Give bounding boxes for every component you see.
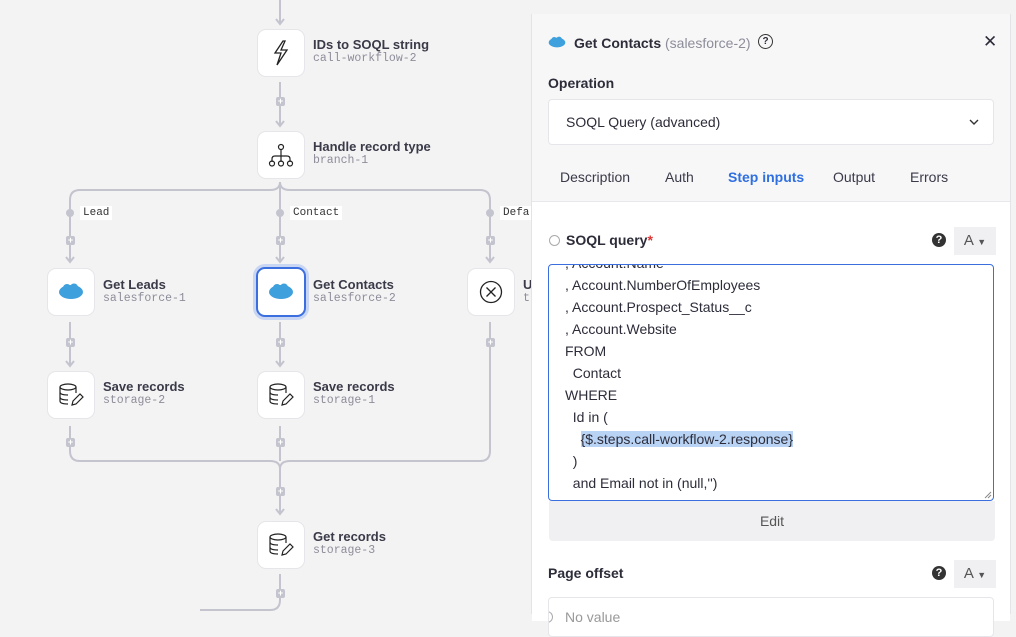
page-offset-placeholder: No value: [565, 609, 621, 625]
add-step-button[interactable]: +: [66, 437, 75, 447]
salesforce-icon: [59, 283, 83, 299]
add-step-button[interactable]: +: [66, 235, 75, 245]
panel-subtitle: (salesforce-2): [665, 35, 751, 51]
page-offset-input[interactable]: No value: [548, 597, 994, 637]
add-step-button[interactable]: +: [486, 235, 495, 245]
node-id: branch-1: [313, 154, 369, 167]
add-step-button[interactable]: +: [486, 337, 495, 347]
soql-line: ): [565, 453, 578, 469]
input-type-dropdown[interactable]: A ▼: [954, 560, 996, 588]
step-config-panel: Get Contacts (salesforce-2) ? ✕ Operatio…: [531, 14, 1011, 637]
operation-value: SOQL Query (advanced): [566, 114, 721, 130]
node-title: Handle record type: [313, 139, 431, 154]
soql-line: and Email not in (null,''): [565, 475, 718, 491]
node-title: Get records: [313, 529, 386, 544]
soql-line: , Account.Prospect_Status__c: [565, 299, 752, 315]
add-step-button[interactable]: +: [276, 337, 285, 347]
node-get-leads[interactable]: [47, 268, 95, 316]
help-icon[interactable]: ?: [932, 566, 946, 580]
node-get-records[interactable]: [257, 521, 305, 569]
operation-label: Operation: [548, 75, 615, 91]
node-id: salesforce-1: [103, 292, 186, 305]
node-id: call-workflow-2: [313, 52, 417, 65]
node-title: Save records: [313, 379, 395, 394]
workflow-canvas[interactable]: + + + + + + + + + + + Lead Contact Defa …: [0, 0, 531, 614]
salesforce-icon: [269, 283, 293, 299]
soql-line: , Account.Website: [565, 321, 677, 337]
branch-label-contact: Contact: [290, 206, 343, 220]
node-title: Get Leads: [103, 277, 166, 292]
resize-handle-icon[interactable]: [984, 491, 992, 499]
node-save-records-1[interactable]: [257, 371, 305, 419]
node-title: Save records: [103, 379, 185, 394]
node-handle-record-type[interactable]: [257, 131, 305, 179]
close-circle-icon: [479, 280, 503, 304]
database-edit-icon: [269, 533, 294, 556]
node-id: storage-1: [313, 394, 376, 407]
database-edit-icon: [269, 383, 294, 406]
add-step-button[interactable]: +: [276, 588, 285, 598]
node-ids-to-soql[interactable]: [257, 29, 305, 77]
database-edit-icon: [59, 383, 84, 406]
soql-line: {$.steps.call-workflow-2.response}: [565, 428, 793, 450]
lightning-icon: [273, 40, 289, 66]
tab-errors[interactable]: Errors: [910, 169, 949, 185]
input-type-dropdown[interactable]: A ▼: [954, 227, 996, 255]
tab-auth[interactable]: Auth: [665, 169, 694, 185]
add-step-button[interactable]: +: [276, 235, 285, 245]
node-default-branch[interactable]: [467, 268, 515, 316]
branch-icon: [268, 143, 294, 167]
node-get-contacts[interactable]: [256, 267, 306, 317]
soql-line: , Account.NumberOfEmployees: [565, 277, 761, 293]
node-save-records-2[interactable]: [47, 371, 95, 419]
node-id: storage-3: [313, 544, 376, 557]
field-status-radio[interactable]: [549, 611, 553, 623]
tab-description[interactable]: Description: [560, 169, 631, 185]
soql-line: Contact: [565, 365, 622, 381]
operation-select[interactable]: SOQL Query (advanced): [548, 99, 994, 145]
node-id: storage-2: [103, 394, 166, 407]
step-inputs-content: SOQL query* ? A ▼ , Account.Name, Accoun…: [532, 201, 1010, 637]
soql-line: , Account.Name: [565, 265, 793, 274]
tab-step-inputs[interactable]: Step inputs: [728, 169, 805, 185]
node-title: Get Contacts: [313, 277, 394, 292]
add-step-button[interactable]: +: [66, 337, 75, 347]
branch-label-lead: Lead: [80, 206, 113, 220]
node-id: t: [523, 292, 530, 305]
soql-line: WHERE: [565, 387, 618, 403]
edit-button[interactable]: Edit: [549, 501, 995, 541]
node-id: salesforce-2: [313, 292, 396, 305]
close-icon[interactable]: ✕: [983, 32, 998, 51]
soql-code: , Account.Name , Account.NumberOfEmployee…: [565, 265, 793, 494]
soql-query-textarea[interactable]: , Account.Name , Account.NumberOfEmployee…: [548, 264, 994, 501]
add-step-button[interactable]: +: [276, 96, 285, 106]
panel-title: Get Contacts: [574, 35, 662, 51]
salesforce-icon: [548, 36, 566, 48]
chevron-down-icon: [969, 119, 979, 125]
help-icon[interactable]: ?: [758, 34, 773, 49]
soql-query-label: SOQL query*: [566, 232, 653, 248]
soql-line: Id in (: [565, 409, 608, 425]
add-step-button[interactable]: +: [276, 437, 285, 447]
tab-output[interactable]: Output: [833, 169, 876, 185]
field-status-radio[interactable]: [549, 235, 560, 246]
help-icon[interactable]: ?: [932, 233, 946, 247]
add-step-button[interactable]: +: [276, 486, 285, 496]
branch-label-default: Defa: [500, 206, 531, 220]
selected-text: {$.steps.call-workflow-2.response}: [580, 431, 793, 447]
soql-line: FROM: [565, 343, 607, 359]
page-offset-label: Page offset: [548, 565, 624, 581]
node-title: U: [523, 277, 531, 292]
node-title: IDs to SOQL string: [313, 37, 430, 52]
